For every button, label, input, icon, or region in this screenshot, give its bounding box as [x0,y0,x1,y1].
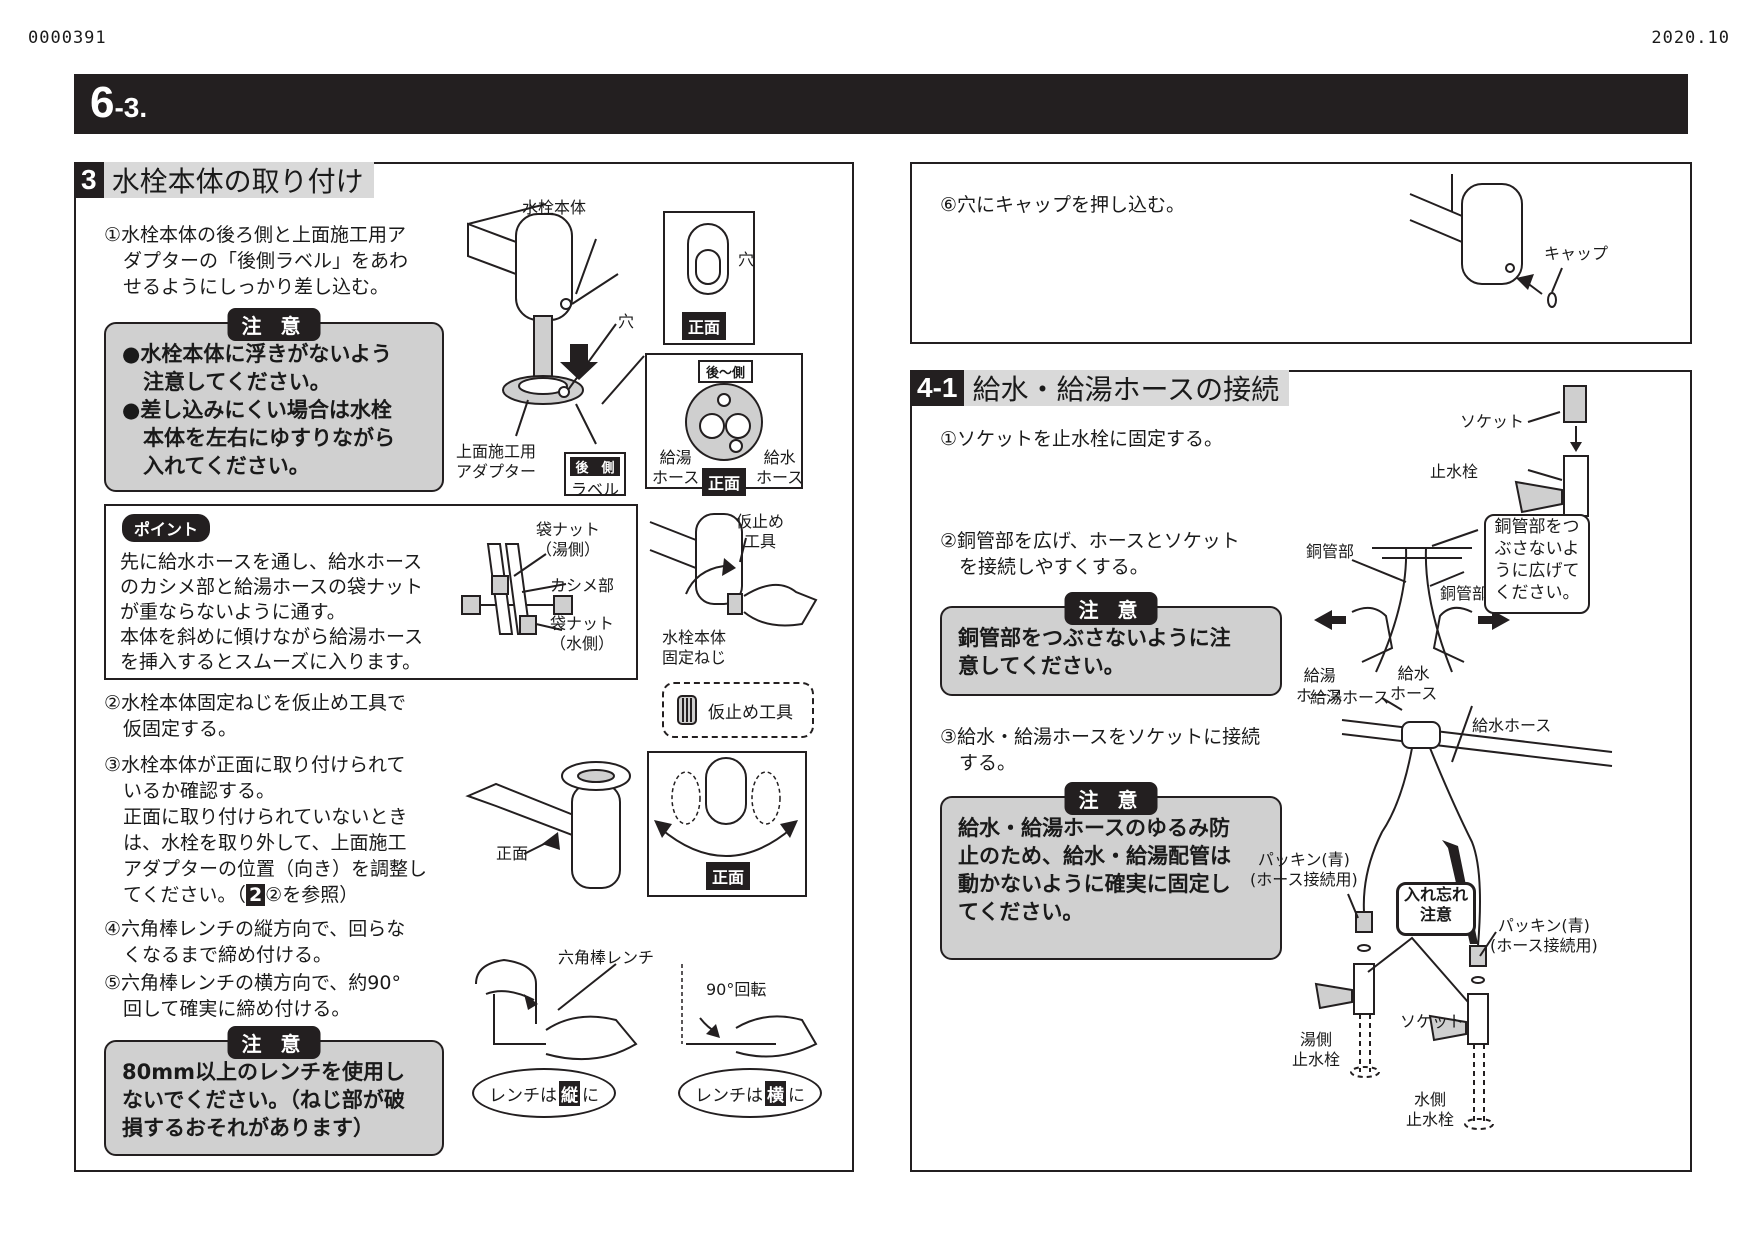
section-3-panel: 3 水栓本体の取り付け ①水栓本体の後ろ側と上面施工用ア ダプターの「後側ラベル… [74,162,854,1172]
hex-wrench-figure [475,958,818,1061]
caution-tag: 注 意 [1064,782,1158,815]
hot-hose-label-3: 給湯ホース [1310,688,1390,707]
caution-text: ●水栓本体に浮きがないよう 注意してください。 ●差し込みにくい場合は水栓 本体… [122,342,395,478]
section-4-1-title-text: 給水・給湯ホースの接続 [972,373,1280,406]
section-4-1-badge: 4-1 [910,370,965,406]
document-id: 0000391 [28,28,107,48]
point-text: 先に給水ホースを通し、給水ホース のカシメ部と給湯ホースの袋ナット が重ならない… [120,551,424,673]
chapter-number: 6-3. [90,78,148,127]
step-4-1-2-text: ②銅管部を広げ、ホースとソケット を接続しやすくする。 [940,530,1240,578]
hose-point-figure [461,543,573,635]
temp-tool-label: 仮止め 工具 [736,512,785,551]
hex-wrench-label: 六角棒レンチ [558,948,655,967]
hole-label: 穴 [618,312,635,331]
step-4-text: ④六角棒レンチの縦方向で、回らな くなるまで締め付ける。 [104,918,406,966]
step-5-text: ⑤六角棒レンチの横方向で、約90° 回して確実に締め付ける。 [104,972,401,1020]
rear-label-box: 後 側 ラベル [564,452,626,499]
copper-callout: 銅管部をつ ぶさないよ うに広げて ください。 [1484,514,1590,614]
caution-box-4: 注 意 給水・給湯ホースのゆるみ防 止のため、給水・給湯配管は 動かないように確… [940,782,1282,960]
step-6-text: ⑥穴にキャップを押し込む。 [940,194,1186,216]
nut-cold-label: 袋ナット （水側） [550,614,615,653]
hot-hose-label: 給湯 ホース [652,448,700,487]
cap-label: キャップ [1544,244,1609,263]
step-3-text: ③水栓本体が正面に取り付けられて いるか確認する。 正面に取り付けられていないと… [104,754,428,906]
section-ref-badge: 2 [245,884,266,906]
cap-figure [1409,174,1563,308]
cold-stop-valve-label: 水側 止水栓 [1406,1090,1455,1129]
copper-pipe-label-left: 銅管部 [1306,542,1355,561]
fix-screw-label: 水栓本体 固定ねじ [662,628,727,667]
cap-panel: ⑥穴にキャップを押し込む。 キャップ [910,162,1692,344]
forget-warning-callout: 入れ忘れ 注意 [1396,882,1476,936]
chapter-banner: 6-3. [74,74,1688,134]
front-label-box: 正面 [682,312,727,340]
section-4-1-title: 4-1 給水・給湯ホースの接続 [910,370,1290,406]
temp-tool-icon [677,695,697,725]
caution-text: 給水・給湯ホースのゆるみ防 止のため、給水・給湯配管は 動かないように確実に固定… [958,816,1231,924]
packing-label-right: パッキン(青) (ホース接続用) [1490,916,1598,955]
cold-hose-label-2: 給水 ホース [1390,664,1438,703]
section-3-title: 3 水栓本体の取り付け [74,162,374,198]
step-2-text: ②水栓本体固定ねじを仮止め工具で 仮固定する。 [104,692,407,740]
socket-label: ソケット [1460,412,1525,431]
cold-hose-label-3: 給水ホース [1472,716,1552,735]
step-4-1-3-text: ③給水・給湯ホースをソケットに接続 する。 [940,726,1261,774]
copper-pipe-label-right: 銅管部 [1440,584,1489,603]
rear-label-text: 後 側 [570,457,620,476]
hot-stop-valve-label: 湯側 止水栓 [1292,1030,1341,1069]
socket-label-2: ソケット [1400,1012,1465,1031]
caution-tag: 注 意 [227,308,321,341]
document-date: 2020.10 [1651,28,1730,48]
temp-tool-legend-text: 仮止め工具 [708,703,793,723]
rotate-90-label: 90°回転 [706,980,767,999]
nut-hot-label: 袋ナット （湯側） [536,520,601,559]
adapter-label: 上面施工用 アダプター [456,442,537,481]
label-text: ラベル [570,480,619,499]
caution-text: 銅管部をつぶさないように注 意してください。 [958,626,1231,678]
front-label-top-view: 正面 [702,468,747,496]
caution-tag: 注 意 [227,1026,321,1059]
wrench-vertical-oval: レンチは縦に [472,1068,616,1118]
point-tag: ポイント [122,514,211,542]
step-1-text: ①水栓本体の後ろ側と上面施工用ア ダプターの「後側ラベル」をあわ せるようにしっ… [104,224,409,298]
temp-tool-legend: 仮止め工具 [662,682,814,738]
front-label-orientation: 正面 [706,862,751,890]
wrench-horizontal-oval: レンチは横に [678,1068,822,1118]
rear-mark: 後〜側 [698,360,754,383]
step-4-1-1-text: ①ソケットを止水栓に固定する。 [940,428,1224,450]
cold-hose-label: 給水 ホース [756,448,804,487]
stop-valve-label: 止水栓 [1430,462,1479,481]
hole-label-top: 穴 [738,250,755,269]
copper-pipe-figure [1314,529,1510,673]
caution-tag: 注 意 [1064,592,1158,625]
section-3-title-text: 水栓本体の取り付け [111,165,364,198]
temporary-tool-figure [649,513,818,627]
section-3-badge: 3 [74,162,104,198]
hot-hose-label-2: 給湯 ホース [1296,666,1344,705]
caution-box-3: 注 意 銅管部をつぶさないように注 意してください。 [940,592,1282,696]
section-4-1-panel: 4-1 給水・給湯ホースの接続 ①ソケットを止水栓に固定する。 ソケット 止水栓… [910,370,1692,1172]
point-box: ポイント 先に給水ホースを通し、給水ホース のカシメ部と給湯ホースの袋ナット が… [104,504,638,680]
faucet-body-label: 水栓本体 [522,198,587,217]
front-arrow-label: 正面 [496,844,529,863]
caution-text: 80mm以上のレンチを使用し ないでください。（ねじ部が破 損するおそれがありま… [122,1060,405,1140]
packing-label-left: パッキン(青) (ホース接続用) [1250,850,1358,889]
crimp-label: カシメ部 [550,576,615,595]
caution-box-1: 注 意 ●水栓本体に浮きがないよう 注意してください。 ●差し込みにくい場合は水… [104,308,444,492]
caution-box-2: 注 意 80mm以上のレンチを使用し ないでください。（ねじ部が破 損するおそれ… [104,1026,444,1156]
